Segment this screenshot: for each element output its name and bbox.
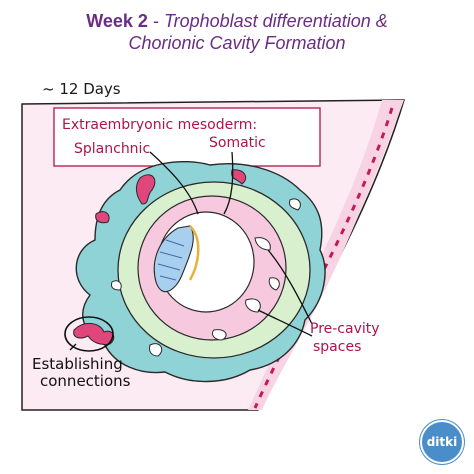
mesoderm-heading: Extraembryonic mesoderm: [62,117,258,133]
hypoblast-edge [188,225,200,281]
embryonic-disc-stripes [157,239,185,281]
splanchnic-label: Splanchnic [74,141,151,157]
connection-lacuna [73,323,115,345]
lacuna [289,198,301,211]
title-week: Week 2 [86,11,148,31]
precavity-label-line2: spaces [313,339,362,355]
somatic-leader [223,151,234,215]
title-topic: Trophoblast differentiation & [163,11,388,31]
lacuna [135,174,156,205]
precavity-leader-2 [257,309,313,337]
splanchnic-leader [149,151,199,215]
precavity-space [268,277,280,291]
connection-circle [64,316,114,352]
precavity-space [254,237,271,251]
time-label: ~ 12 Days [42,80,121,98]
precavity-space [211,329,227,341]
precavity-space [245,298,261,313]
lacuna [95,211,110,224]
somatic-label: Somatic [209,135,266,151]
precavity-leader-1 [267,249,313,325]
page-title: Week 2 - Trophoblast differentiation & C… [0,10,474,54]
establishing-leader [69,343,77,351]
establishing-label-line2: connections [40,372,131,390]
title-subtopic: Chorionic Cavity Formation [128,33,346,53]
establishing-label-line1: Establishing [32,355,123,373]
ditki-logo[interactable]: ditki [420,420,464,464]
precavity-label-line1: Pre-cavity [310,321,380,337]
lacuna [149,343,163,357]
embryonic-disc [153,225,194,293]
title-separator: - [147,11,164,31]
lacuna [111,280,122,291]
